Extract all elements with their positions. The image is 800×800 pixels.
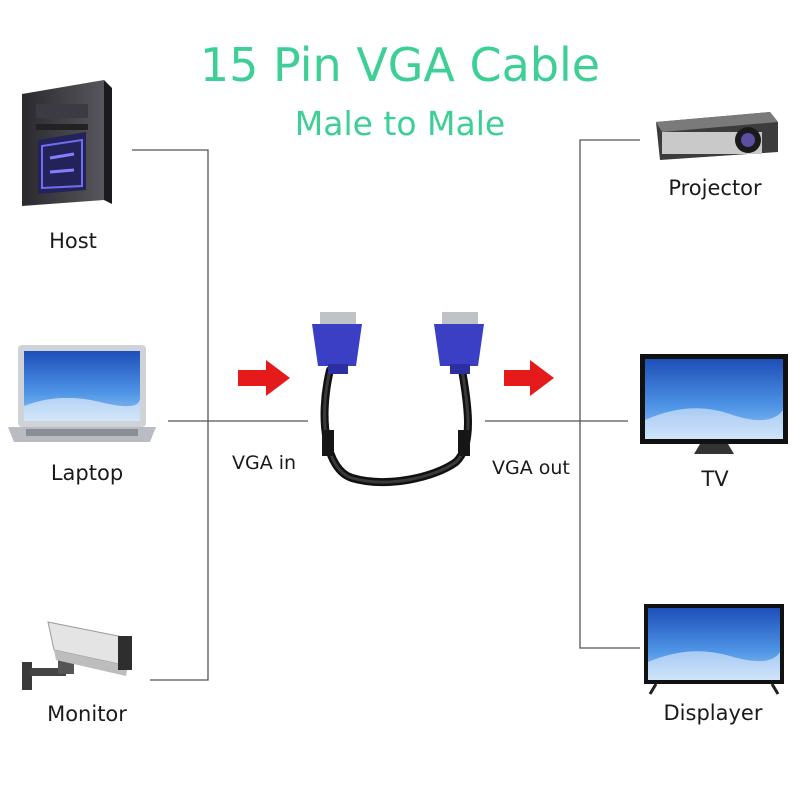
label-vga-in: VGA in [232, 452, 297, 474]
left-bracket-line [132, 149, 209, 681]
diagram-subtitle: Male to Male [294, 104, 506, 143]
vga-plug-left-icon [312, 312, 362, 374]
label-laptop: Laptop [50, 461, 124, 485]
tv-icon [640, 354, 788, 454]
arrow-out-icon [504, 360, 554, 396]
label-vga-out: VGA out [492, 457, 570, 479]
label-monitor: Monitor [47, 702, 127, 726]
connector-lines [132, 139, 640, 681]
displayer-icon [644, 604, 784, 695]
diagram-title: 15 Pin VGA Cable [199, 38, 601, 92]
label-tv: TV [701, 467, 729, 491]
right-bracket-line [579, 139, 640, 649]
security-camera-icon [22, 621, 132, 690]
label-displayer: Displayer [663, 701, 763, 725]
arrow-in-icon [238, 360, 290, 396]
projector-icon [656, 112, 778, 160]
laptop-icon [8, 345, 156, 442]
host-pc-icon [22, 80, 112, 206]
label-host: Host [49, 229, 97, 253]
vga-cable-icon [320, 366, 472, 487]
label-projector: Projector [668, 176, 762, 200]
vga-plug-right-icon [434, 312, 484, 374]
